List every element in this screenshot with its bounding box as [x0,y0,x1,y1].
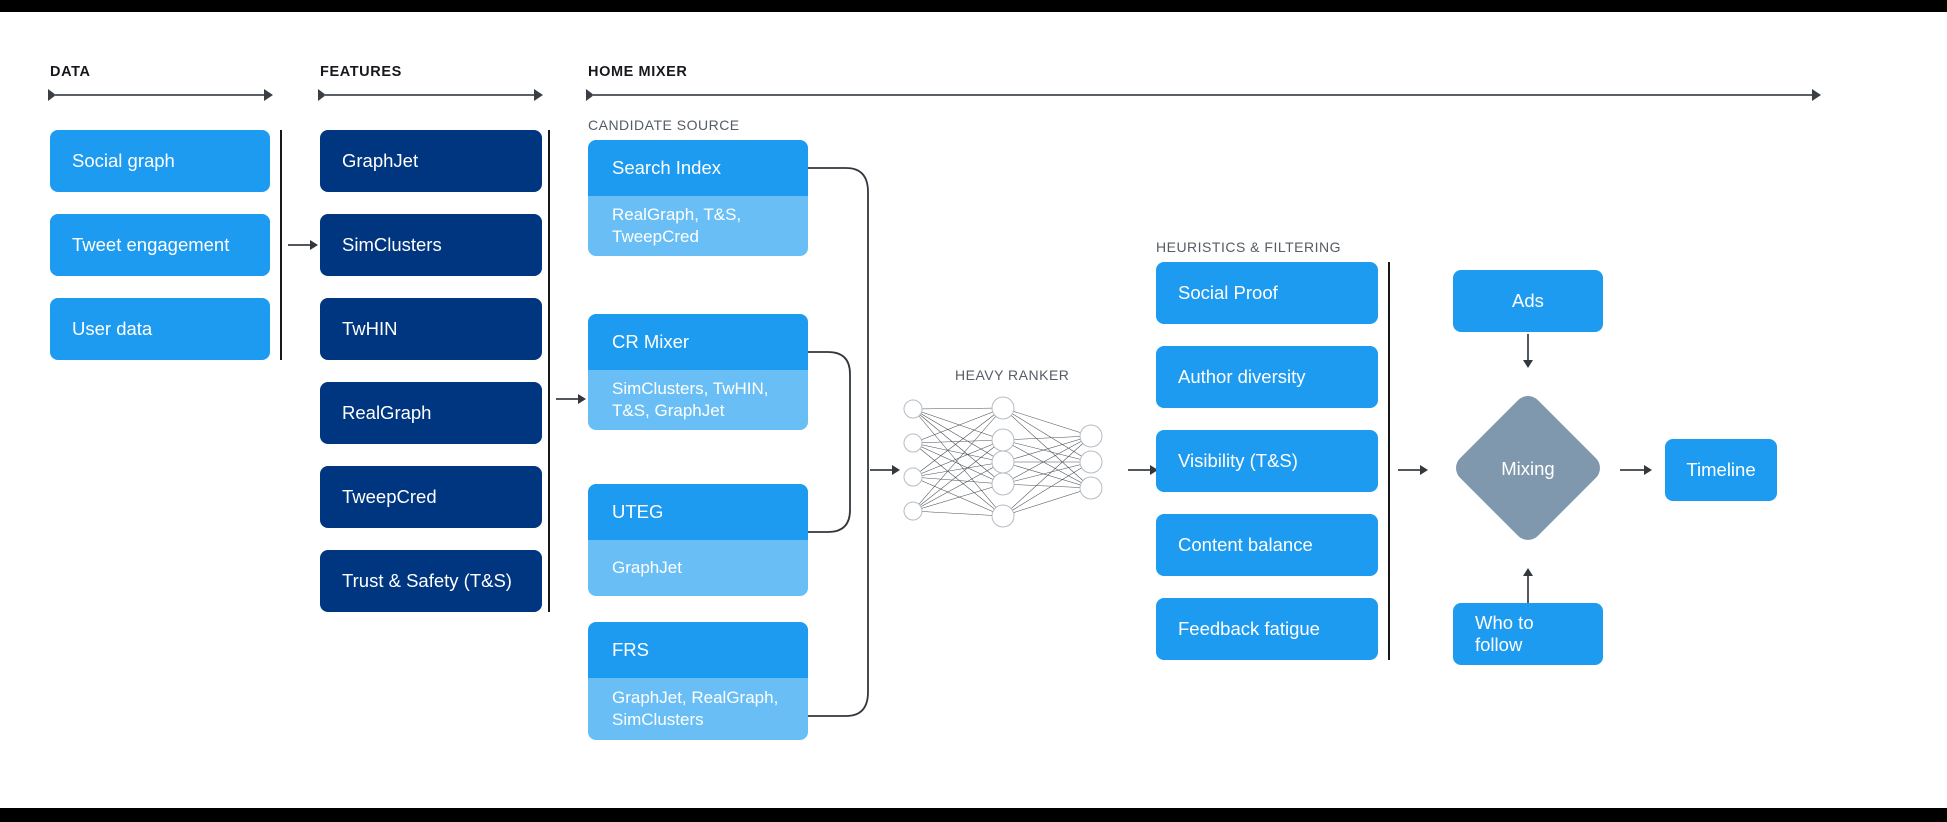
arrow-line [1527,575,1529,604]
box-label: Social graph [72,150,175,171]
box-label: Visibility (T&S) [1178,450,1298,471]
arrow-line [1398,469,1421,471]
box-label: GraphJet [342,150,419,171]
candidate-source-brackets [808,167,869,717]
axis-line [592,94,1814,96]
candidate-source-uteg[interactable]: UTEG GraphJet [588,484,808,596]
arrow-head [578,394,586,404]
candidate-source-search-index[interactable]: Search Index RealGraph, T&S, TweepCred [588,140,808,256]
arrow-data-to-features [288,240,318,250]
candidate-source-detail: RealGraph, T&S, TweepCred [588,196,808,256]
heuristic-box-social-proof[interactable]: Social Proof [1156,262,1378,324]
feature-box-graphjet[interactable]: GraphJet [320,130,542,192]
mixing-node-label: Mixing [1501,458,1555,479]
arrow-who-to-follow-to-mixing [1523,568,1533,604]
divider-data-features [280,130,282,360]
mixing-input-who-to-follow[interactable]: Who to follow [1453,603,1603,665]
candidate-source-detail: GraphJet, RealGraph, SimClusters [588,678,808,740]
candidate-source-name: CR Mixer [588,314,808,370]
box-label: Tweet engagement [72,234,230,255]
axis-features [318,88,543,102]
axis-home-mixer [586,88,1821,102]
axis-line [324,94,536,96]
box-label: Feedback fatigue [1178,618,1320,639]
arrow-mixing-to-timeline [1620,465,1652,475]
arrow-line [870,469,893,471]
box-label: TweepCred [342,486,437,507]
section-title-home-mixer: HOME MIXER [588,64,688,80]
arrow-candidate-source-to-ranker [870,465,900,475]
data-box-social-graph[interactable]: Social graph [50,130,270,192]
box-label: Ads [1512,290,1544,311]
arrow-ranker-to-heuristics [1128,465,1158,475]
data-box-tweet-engagement[interactable]: Tweet engagement [50,214,270,276]
box-label: Timeline [1686,459,1756,480]
arrow-head [1523,568,1533,576]
heuristic-box-visibility[interactable]: Visibility (T&S) [1156,430,1378,492]
feature-box-twhin[interactable]: TwHIN [320,298,542,360]
box-label: Who to follow [1475,612,1534,655]
arrow-head [1150,465,1158,475]
arrow-line [556,398,579,400]
feature-box-tweepcred[interactable]: TweepCred [320,466,542,528]
candidate-source-detail: GraphJet [588,540,808,596]
candidate-source-frs[interactable]: FRS GraphJet, RealGraph, SimClusters [588,622,808,740]
box-label: SimClusters [342,234,442,255]
arrow-ads-to-mixing [1523,334,1533,368]
arrow-head [1420,465,1428,475]
divider-features-mixer [548,130,550,612]
arrow-line [1527,334,1529,361]
diagram-canvas: DATA FEATURES HOME MIXER Social graph Tw… [0,12,1947,808]
divider-heuristics-mixing [1388,262,1390,660]
axis-start-marker [586,89,594,101]
box-label: Content balance [1178,534,1313,555]
arrow-head [892,465,900,475]
axis-arrowhead [264,89,273,101]
mixing-input-ads[interactable]: Ads [1453,270,1603,332]
feature-box-realgraph[interactable]: RealGraph [320,382,542,444]
arrow-head [1644,465,1652,475]
candidate-source-cr-mixer[interactable]: CR Mixer SimClusters, TwHIN, T&S, GraphJ… [588,314,808,430]
heuristic-box-feedback-fatigue[interactable]: Feedback fatigue [1156,598,1378,660]
feature-box-trust-safety[interactable]: Trust & Safety (T&S) [320,550,542,612]
candidate-source-detail: SimClusters, TwHIN, T&S, GraphJet [588,370,808,430]
arrow-line [288,244,311,246]
label-heavy-ranker: HEAVY RANKER [955,367,1070,383]
heuristic-box-author-diversity[interactable]: Author diversity [1156,346,1378,408]
axis-start-marker [318,89,326,101]
heuristic-box-content-balance[interactable]: Content balance [1156,514,1378,576]
label-candidate-source: CANDIDATE SOURCE [588,117,740,133]
candidate-source-name: FRS [588,622,808,678]
feature-box-simclusters[interactable]: SimClusters [320,214,542,276]
box-label: User data [72,318,153,339]
axis-start-marker [48,89,56,101]
axis-data [48,88,273,102]
section-title-features: FEATURES [320,64,402,80]
box-label: Social Proof [1178,282,1278,303]
candidate-source-name: UTEG [588,484,808,540]
output-box-timeline[interactable]: Timeline [1665,439,1777,501]
box-label: RealGraph [342,402,432,423]
arrow-line [1620,469,1645,471]
box-label: Author diversity [1178,366,1306,387]
axis-arrowhead [1812,89,1821,101]
axis-arrowhead [534,89,543,101]
arrow-head [1523,360,1533,368]
arrow-heuristics-to-mixing [1398,465,1428,475]
candidate-source-name: Search Index [588,140,808,196]
label-heuristics-filtering: HEURISTICS & FILTERING [1156,239,1341,255]
box-label: Trust & Safety (T&S) [342,570,512,591]
heavy-ranker-network [903,396,1103,528]
data-box-user-data[interactable]: User data [50,298,270,360]
box-label: TwHIN [342,318,398,339]
arrow-line [1128,469,1151,471]
section-title-data: DATA [50,64,91,80]
axis-line [54,94,266,96]
arrow-features-to-candidate-source [556,394,586,404]
arrow-head [310,240,318,250]
